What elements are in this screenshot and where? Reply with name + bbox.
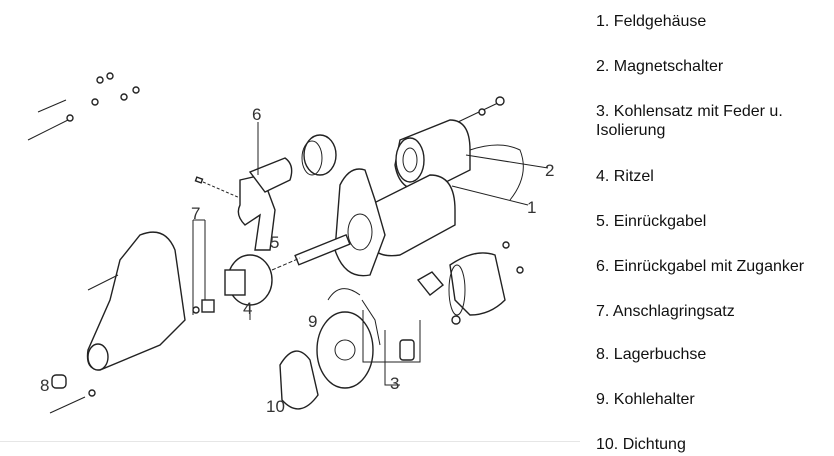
engagement-lever-part bbox=[194, 134, 337, 251]
solenoid-part bbox=[394, 96, 524, 201]
commutator-end-parts bbox=[279, 241, 524, 410]
legend-item-8: 8. Lagerbuchse bbox=[596, 346, 707, 363]
legend-item-5: 5. Einrückgabel bbox=[596, 213, 707, 230]
callout-5: 5 bbox=[270, 233, 279, 252]
legend-item-3: 3. Kohlensatz mit Feder u. Isolierung bbox=[596, 103, 783, 139]
legend-item-10: 10. Dichtung bbox=[596, 436, 686, 453]
legend-item-6: 6. Einrückgabel mit Zuganker bbox=[596, 258, 805, 275]
legend-item-2: 2. Magnetschalter bbox=[596, 58, 724, 75]
pinion-part bbox=[192, 254, 301, 314]
legend-item-7: 7. Anschlagringsatz bbox=[596, 303, 735, 320]
divider bbox=[0, 441, 580, 442]
legend-item-4: 4. Ritzel bbox=[596, 168, 654, 185]
callout-2: 2 bbox=[545, 161, 554, 180]
callout-3: 3 bbox=[390, 374, 399, 393]
callout-8: 8 bbox=[40, 376, 49, 395]
callout-1: 1 bbox=[527, 198, 536, 217]
callout-9: 9 bbox=[308, 312, 317, 331]
leader-lines bbox=[192, 122, 549, 320]
legend-item-1: 1. Feldgehäuse bbox=[596, 13, 707, 30]
callout-4: 4 bbox=[243, 299, 252, 318]
callout-6: 6 bbox=[252, 105, 261, 124]
drive-end-housing-part bbox=[49, 231, 186, 414]
callout-7: 7 bbox=[191, 204, 200, 223]
callout-10: 10 bbox=[266, 397, 285, 416]
legend-item-9: 9. Kohlehalter bbox=[596, 391, 695, 408]
field-housing-part bbox=[294, 168, 456, 277]
screws-and-nuts-top-left bbox=[27, 72, 140, 141]
starter-motor-exploded-diagram: 6 2 1 7 5 4 9 3 8 10 bbox=[27, 72, 554, 416]
